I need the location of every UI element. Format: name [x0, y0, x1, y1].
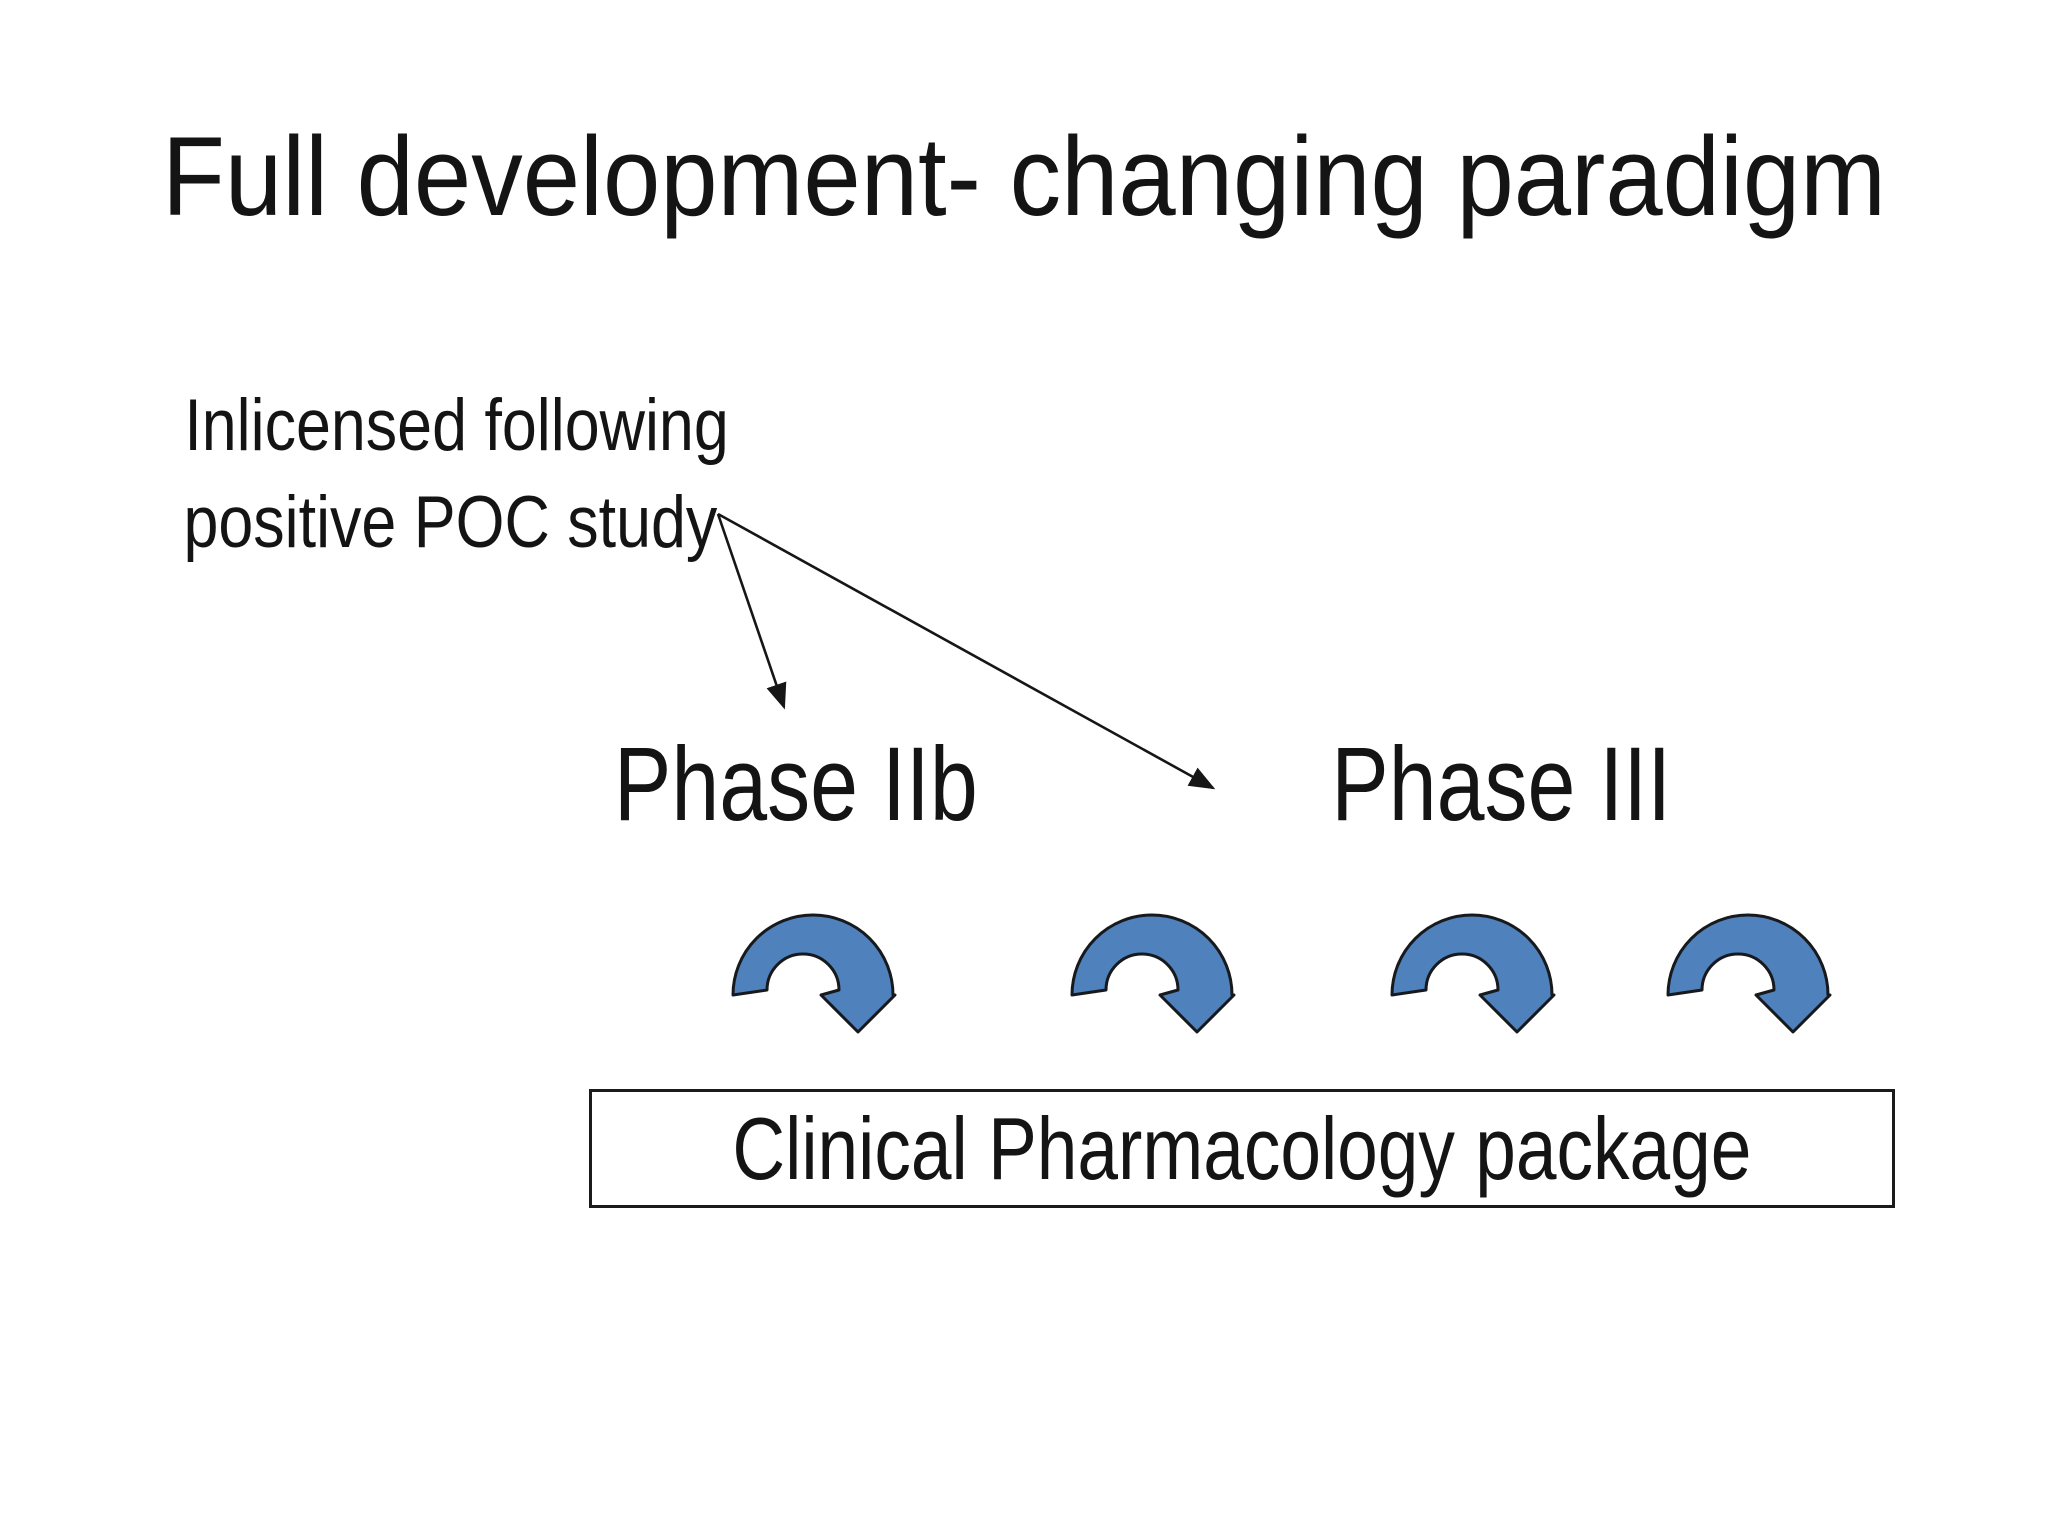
u-turn-down-arrow-icon [1070, 913, 1236, 1034]
phase-iii-text: Phase III [1331, 726, 1671, 843]
phase-iib-label: Phase IIb [496, 732, 1096, 837]
clinical-pharmacology-label: Clinical Pharmacology package [732, 1098, 1752, 1198]
u-turn-down-arrow-icon [731, 913, 897, 1034]
annotation-text: Inlicensed following positive POC study [140, 377, 728, 571]
phase-iib-text: Phase IIb [614, 726, 978, 843]
phase-iii-label: Phase III [1201, 732, 1801, 837]
u-turn-down-arrow-icon [1666, 913, 1832, 1034]
annotation-line-2: positive POC study [183, 482, 718, 563]
page-title-text: Full development- changing paradigm [161, 114, 1887, 239]
annotation-line-1: Inlicensed following [184, 385, 729, 466]
u-turn-down-arrow-icon [1390, 913, 1556, 1034]
page-title: Full development- changing paradigm [0, 121, 2048, 233]
connector-arrow-to-phase-iib [716, 513, 787, 710]
clinical-pharmacology-box: Clinical Pharmacology package [589, 1089, 1895, 1208]
